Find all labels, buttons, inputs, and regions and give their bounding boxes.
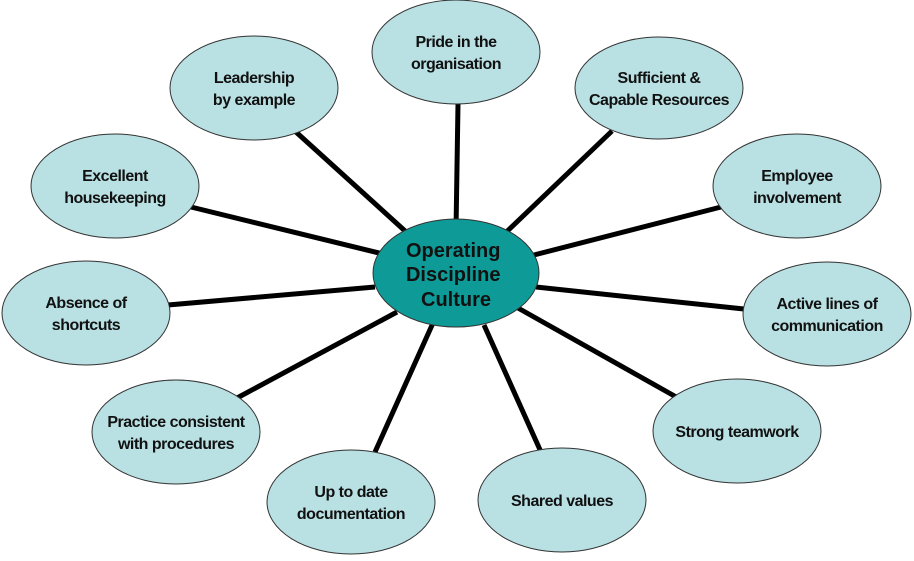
node-label-line: housekeeping — [64, 190, 166, 207]
spoke-procedures — [235, 309, 399, 401]
node-ellipse — [371, 0, 541, 105]
node-label-line: Pride in the — [415, 34, 497, 51]
node-label-line: communication — [771, 318, 883, 335]
node-label: Shared values — [511, 493, 614, 510]
node-documentation: Up to date documentation — [266, 449, 436, 555]
node-label-line: involvement — [753, 190, 842, 207]
node-ellipse — [742, 261, 912, 367]
node-ellipse — [91, 379, 261, 485]
center-label: Operating Discipline Culture — [406, 240, 506, 311]
center-node: Operating Discipline Culture — [372, 218, 540, 328]
node-label: Leadership by example — [213, 70, 296, 109]
node-label-line: Up to date — [314, 484, 388, 501]
node-ellipse — [169, 35, 339, 141]
spoke-pride — [453, 103, 461, 231]
node-label: Employee involvement — [753, 168, 842, 207]
node-housekeeping: Excellent housekeeping — [30, 133, 200, 239]
node-label-line: Shared values — [511, 493, 614, 510]
center-label-line: Operating — [406, 240, 500, 262]
node-label-line: Practice consistent — [107, 414, 245, 431]
node-label-line: with procedures — [117, 436, 235, 453]
node-label-line: Leadership — [214, 70, 295, 87]
spoke-documentation — [372, 321, 436, 454]
node-procedures: Practice consistent with procedures — [91, 379, 261, 485]
node-pride: Pride in the organisation — [371, 0, 541, 105]
node-label-line: Active lines of — [777, 296, 879, 313]
node-ellipse — [266, 449, 436, 555]
spoke-involvement — [529, 204, 722, 259]
node-ellipse — [574, 36, 744, 140]
node-label: Absence of shortcuts — [45, 295, 127, 334]
node-label-line: Employee — [761, 168, 833, 185]
node-label-line: documentation — [297, 506, 405, 523]
node-resources: Sufficient & Capable Resources — [574, 36, 744, 140]
spoke-teamwork — [516, 305, 680, 401]
node-label: Active lines of communication — [771, 296, 883, 335]
center-label-line: Culture — [421, 289, 491, 311]
spoke-leadership — [294, 130, 417, 242]
node-label-line: Strong teamwork — [675, 424, 799, 441]
node-label-line: shortcuts — [52, 317, 121, 334]
node-communication: Active lines of communication — [742, 261, 912, 367]
node-label: Strong teamwork — [675, 424, 799, 441]
node-label: Up to date documentation — [297, 484, 405, 523]
node-ellipse — [1, 260, 171, 366]
node-shortcuts: Absence of shortcuts — [1, 260, 171, 366]
center-label-line: Discipline — [406, 264, 500, 286]
node-label-line: organisation — [411, 56, 501, 73]
node-label-line: Capable Resources — [589, 92, 730, 109]
node-label-line: Absence of — [45, 295, 127, 312]
node-ellipse — [30, 133, 200, 239]
node-ellipse — [712, 133, 882, 239]
spoke-resources — [496, 129, 614, 242]
node-involvement: Employee involvement — [712, 133, 882, 239]
center-ellipse — [372, 218, 540, 328]
spoke-shared-values — [481, 323, 544, 454]
spoke-communication — [535, 284, 745, 312]
spoke-housekeeping — [190, 204, 384, 257]
node-ellipse — [652, 378, 822, 484]
node-shared-values: Shared values — [477, 447, 647, 553]
node-label: Pride in the organisation — [411, 34, 501, 73]
node-label-line: Excellent — [82, 168, 149, 185]
node-label: Excellent housekeeping — [64, 168, 166, 207]
node-ellipse — [477, 447, 647, 553]
node-teamwork: Strong teamwork — [652, 378, 822, 484]
node-label-line: by example — [213, 92, 296, 109]
spokes — [167, 103, 745, 454]
node-label-line: Sufficient & — [618, 70, 702, 87]
spoke-shortcuts — [167, 284, 376, 308]
node-label: Practice consistent with procedures — [107, 414, 245, 453]
node-leadership: Leadership by example — [169, 35, 339, 141]
node-label: Sufficient & Capable Resources — [589, 70, 730, 109]
